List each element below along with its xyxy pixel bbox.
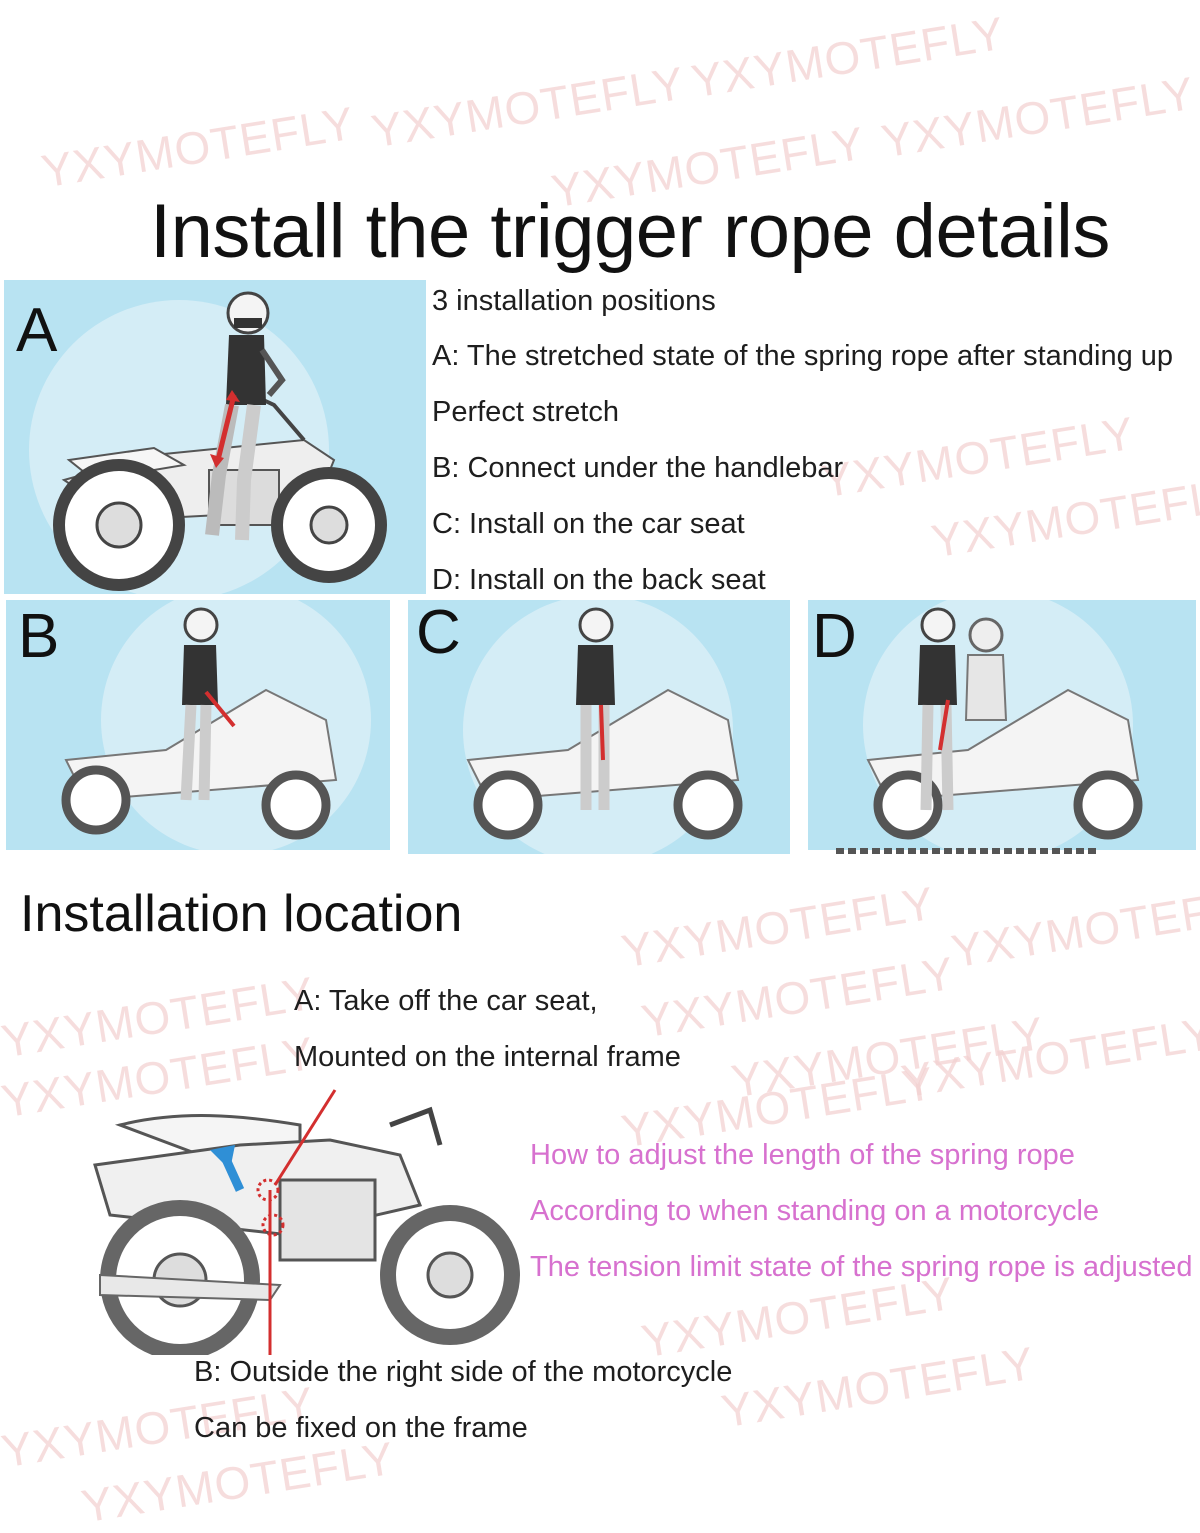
position-a-line2: Perfect stretch	[432, 396, 619, 428]
watermark-text: YXYMOTEFLY	[727, 1006, 1048, 1108]
adjust-line3: The tension limit state of the spring ro…	[530, 1251, 1193, 1283]
watermark-text: YXYMOTEFLY	[717, 1336, 1038, 1438]
location-a-line2: Mounted on the internal frame	[294, 1041, 681, 1073]
watermark-text: YXYMOTEFLY	[0, 966, 318, 1068]
position-a-line1: A: The stretched state of the spring rop…	[432, 340, 1174, 372]
location-b-line1: B: Outside the right side of the motorcy…	[194, 1356, 733, 1388]
watermark-text: YXYMOTEFLY	[637, 946, 958, 1048]
panel-c-label: C	[416, 598, 461, 667]
watermark-text: YXYMOTEFLY	[37, 96, 358, 198]
illustration-panel-a	[4, 280, 426, 594]
scooter-seat-illustration	[463, 600, 743, 854]
scooter-handlebar-illustration	[61, 600, 371, 850]
location-a-line1: A: Take off the car seat,	[294, 985, 598, 1017]
panel-b-label: B	[18, 602, 60, 671]
watermark-text: YXYMOTEFLY	[77, 1431, 398, 1533]
scooter-back-seat-illustration	[863, 600, 1143, 850]
position-c: C: Install on the car seat	[432, 508, 745, 540]
illustration-panel-c	[408, 600, 790, 854]
motorcycle-frame-illustration	[80, 1085, 530, 1360]
watermark-text: YXYMOTEFLY	[687, 6, 1008, 108]
panel-d-label: D	[812, 602, 857, 671]
watermark-text: YXYMOTEFLY	[927, 466, 1200, 568]
caption-strip	[836, 848, 1096, 854]
watermark-text: YXYMOTEFLY	[947, 876, 1200, 978]
illustration-panel-b	[6, 600, 390, 850]
watermark-text: YXYMOTEFLY	[367, 56, 688, 158]
installation-location-heading: Installation location	[20, 885, 463, 943]
watermark-text: YXYMOTEFLY	[877, 66, 1198, 168]
illustration-panel-d	[808, 600, 1196, 850]
position-b: B: Connect under the handlebar	[432, 452, 844, 484]
motorcycle-standing-illustration	[29, 291, 387, 594]
adjust-line1: How to adjust the length of the spring r…	[530, 1139, 1075, 1171]
watermark-text: YXYMOTEFLY	[617, 876, 938, 978]
watermark-text: YXYMOTEFLY	[897, 1006, 1200, 1108]
page-title: Install the trigger rope details	[150, 189, 1110, 274]
watermark-text: YXYMOTEFLY	[817, 406, 1138, 508]
panel-a-label: A	[16, 296, 58, 365]
position-d: D: Install on the back seat	[432, 564, 766, 596]
adjust-line2: According to when standing on a motorcyc…	[530, 1195, 1100, 1227]
positions-heading: 3 installation positions	[432, 285, 716, 317]
location-b-line2: Can be fixed on the frame	[194, 1412, 528, 1444]
